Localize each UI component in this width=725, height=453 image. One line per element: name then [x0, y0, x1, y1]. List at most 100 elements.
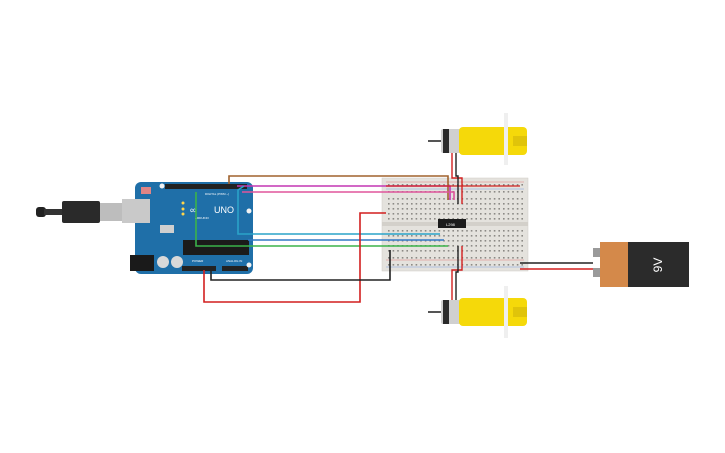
motor-bottom-gearbox: [459, 298, 527, 326]
breadboard-hole: [498, 257, 500, 259]
breadboard-hole: [438, 184, 441, 186]
arduino-uno-board[interactable]: ∞ UNO ARDUINO DIGITAL (PWM ~) POWER ANAL…: [122, 182, 253, 274]
capacitor-1: [157, 256, 169, 268]
breadboard-hole: [447, 250, 450, 252]
breadboard-hole: [429, 250, 431, 252]
breadboard-hole: [457, 240, 459, 242]
breadboard-hole: [438, 203, 441, 205]
breadboard-hole: [480, 257, 482, 259]
breadboard-hole: [480, 235, 482, 237]
breadboard-hole: [447, 230, 450, 232]
breadboard-hole: [507, 240, 510, 242]
breadboard-hole: [392, 213, 395, 215]
breadboard-hole: [516, 257, 519, 259]
breadboard-hole: [461, 213, 464, 215]
breadboard-hole: [503, 250, 505, 252]
reset-button[interactable]: [141, 187, 151, 194]
breadboard-hole: [480, 250, 482, 252]
breadboard-hole: [484, 264, 487, 266]
breadboard-hole: [429, 198, 431, 200]
breadboard-hole: [521, 213, 523, 215]
wire-motor-bottom-black[interactable]: [455, 246, 459, 300]
breadboard-hole: [512, 198, 514, 200]
breadboard-hole: [406, 235, 408, 237]
breadboard-hole: [484, 218, 487, 220]
mounting-hole-1: [159, 183, 165, 189]
power-header: [182, 266, 216, 271]
breadboard-hole: [470, 218, 473, 220]
breadboard-hole: [401, 264, 404, 266]
breadboard-hole: [411, 213, 413, 215]
breadboard-hole: [466, 191, 468, 193]
breadboard-hole: [429, 230, 431, 232]
power-label: POWER: [192, 259, 204, 263]
breadboard-hole: [484, 213, 487, 215]
breadboard-hole: [406, 213, 408, 215]
breadboard-hole: [452, 245, 454, 247]
breadboard-hole: [475, 198, 477, 200]
breadboard-hole: [443, 257, 445, 259]
breadboard-hole: [443, 198, 445, 200]
wire-cyan[interactable]: [237, 185, 440, 235]
battery-9v[interactable]: 9V: [593, 242, 689, 287]
breadboard-hole: [489, 213, 491, 215]
breadboard-hole: [388, 257, 390, 259]
breadboard-hole: [475, 257, 477, 259]
breadboard-hole: [480, 240, 482, 242]
breadboard-hole: [498, 235, 500, 237]
breadboard-hole: [429, 264, 431, 266]
breadboard-hole: [447, 235, 450, 237]
usb-cable[interactable]: [36, 201, 122, 223]
breadboard-hole: [521, 218, 523, 220]
wire-motor-top-black[interactable]: [455, 153, 459, 204]
breadboard-hole: [507, 198, 510, 200]
breadboard-hole: [452, 250, 454, 252]
breadboard-hole: [397, 264, 399, 266]
breadboard-hole: [503, 245, 505, 247]
wire-pink[interactable]: [242, 191, 455, 200]
breadboard-hole: [434, 250, 436, 252]
wire-motor-bottom-red[interactable]: [451, 246, 463, 300]
breadboard-hole: [447, 203, 450, 205]
wire-green[interactable]: [195, 192, 448, 247]
breadboard-hole: [420, 203, 422, 205]
breadboard-hole: [424, 203, 427, 205]
wire-motor-top-red[interactable]: [451, 153, 463, 204]
breadboard-hole: [507, 203, 510, 205]
wire-red-5v[interactable]: [203, 212, 386, 303]
breadboard-hole: [406, 250, 408, 252]
breadboard-hole: [470, 198, 473, 200]
breadboard-hole: [434, 235, 436, 237]
breadboard-hole: [397, 203, 399, 205]
breadboard-hole: [503, 257, 505, 259]
breadboard-hole: [484, 203, 487, 205]
breadboard-hole: [512, 230, 514, 232]
breadboard-hole: [415, 208, 418, 210]
wire-brown[interactable]: [228, 175, 449, 200]
wire-black-gnd[interactable]: [210, 250, 391, 281]
dc-motor-top[interactable]: [428, 113, 527, 165]
breadboard-hole: [489, 191, 491, 193]
motor-driver-ic[interactable]: L298: [438, 219, 466, 228]
breadboard-hole: [397, 184, 399, 186]
breadboard-hole: [420, 250, 422, 252]
motor-bottom-endcap: [443, 300, 449, 324]
breadboard-hole: [507, 213, 510, 215]
breadboard-hole: [411, 198, 413, 200]
breadboard-hole: [443, 218, 445, 220]
breadboard-hole: [397, 235, 399, 237]
breadboard-hole: [516, 213, 519, 215]
breadboard-hole: [498, 203, 500, 205]
breadboard-hole: [401, 257, 404, 259]
dc-motor-bottom[interactable]: [428, 286, 527, 338]
breadboard-hole: [470, 235, 473, 237]
motor-top-gearbox: [459, 127, 527, 155]
breadboard-hole: [443, 235, 445, 237]
arduino-infinity-logo: ∞: [190, 205, 196, 215]
breadboard-hole: [397, 257, 399, 259]
breadboard-hole: [461, 235, 464, 237]
breadboard-hole: [457, 208, 459, 210]
breadboard-hole: [406, 203, 408, 205]
breadboard-hole: [424, 250, 427, 252]
breadboard-hole: [452, 203, 454, 205]
